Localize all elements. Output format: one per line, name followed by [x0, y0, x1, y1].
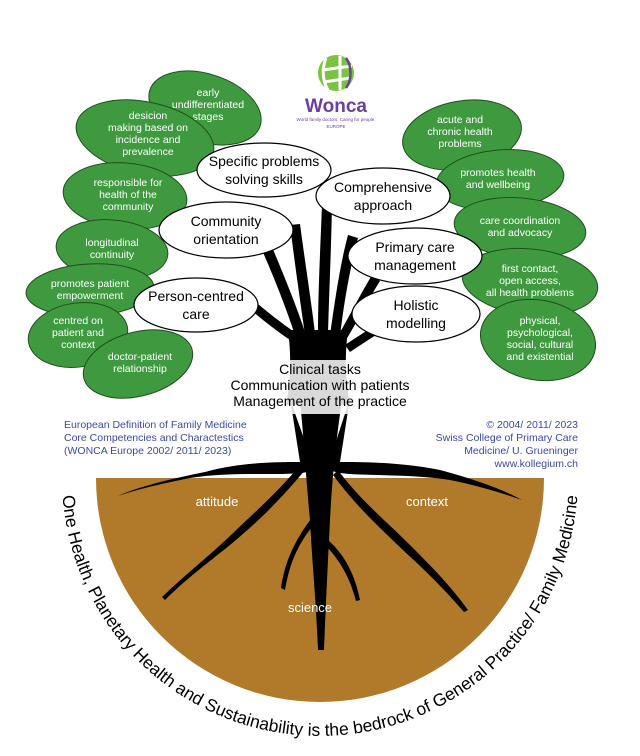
- credit-left-line: (WONCA Europe 2002/ 2011/ 2023): [64, 445, 231, 457]
- tree-roots: [118, 398, 522, 650]
- oval-text: care: [182, 306, 209, 322]
- leaf-text: doctor-patient: [108, 351, 172, 363]
- leaf-responsible-community: responsible for health of the community: [62, 162, 188, 230]
- leaf-text: incidence and: [116, 134, 181, 146]
- credit-right-line: Swiss College of Primary Care: [436, 432, 579, 444]
- leaf-text: community: [103, 201, 155, 213]
- leaf-text: acute and: [437, 114, 483, 126]
- oval-text: approach: [354, 197, 412, 213]
- leaf-text: empowerment: [57, 290, 124, 302]
- leaf-text: and existential: [506, 351, 573, 363]
- oval-person-centred-care: Person-centred care: [133, 277, 259, 333]
- left-leaves: early undifferentiated stages desicion m…: [25, 70, 262, 399]
- leaf-text: all health problems: [486, 287, 574, 299]
- leaf-text: problems: [438, 138, 481, 150]
- wonca-region: EUROPE: [326, 124, 345, 129]
- oval-text: Specific problems: [209, 153, 320, 169]
- leaf-text: open access,: [499, 275, 561, 287]
- oval-text: management: [374, 257, 456, 273]
- oval-comprehensive-approach: Comprehensive approach: [315, 167, 451, 225]
- leaf-care-coordination: care coordination and advocacy: [453, 197, 587, 259]
- trunk-label-clinical-tasks: Clinical tasks: [279, 361, 361, 377]
- oval-text: orientation: [193, 231, 258, 247]
- leaf-text: care coordination: [480, 215, 561, 227]
- competency-ovals: Specific problems solving skills Compreh…: [133, 142, 483, 343]
- leaf-text: first contact,: [502, 263, 559, 275]
- oval-specific-problems: Specific problems solving skills: [196, 142, 332, 198]
- leaf-text: early: [197, 87, 221, 99]
- leaf-text: physical,: [520, 315, 561, 327]
- leaf-text: psychological,: [507, 327, 573, 339]
- oval-text: modelling: [386, 315, 446, 331]
- credits-right: © 2004/ 2011/ 2023 Swiss College of Prim…: [436, 419, 579, 470]
- leaf-text: context: [61, 339, 95, 351]
- wonca-wordmark: Wonca: [305, 96, 367, 117]
- leaf-text: prevalence: [122, 146, 174, 158]
- leaf-text: chronic health: [427, 126, 493, 138]
- root-label-attitude: attitude: [196, 494, 239, 509]
- oval-text: Comprehensive: [334, 179, 432, 195]
- leaf-text: social, cultural: [507, 339, 574, 351]
- leaf-text: promotes health: [460, 167, 535, 179]
- leaf-text: continuity: [90, 249, 135, 261]
- credit-left-line: Core Competencies and Charactestics: [64, 432, 244, 444]
- credit-right-line: Medicine/ U. Grueninger: [464, 445, 578, 457]
- leaf-text: making based on: [108, 122, 188, 134]
- oval-holistic-modelling: Holistic modelling: [351, 285, 481, 343]
- leaf-text: responsible for: [94, 177, 163, 189]
- leaf-decision-making: desicion making based on incidence and p…: [75, 99, 215, 177]
- leaf-text: relationship: [113, 363, 167, 375]
- trunk-label-communication: Communication with patients: [231, 377, 410, 393]
- oval-text: Person-centred: [148, 288, 244, 304]
- leaf-text: and advocacy: [488, 227, 554, 239]
- trunk-label-management: Management of the practice: [233, 393, 407, 409]
- oval-text: solving skills: [225, 171, 303, 187]
- leaf-text: patient and: [52, 327, 104, 339]
- leaf-text: desicion: [129, 110, 168, 122]
- leaf-promotes-health: promotes health and wellbeing: [435, 149, 565, 211]
- leaf-text: undifferentiated: [172, 99, 244, 111]
- trunk-labels: Clinical tasks Communication with patien…: [226, 360, 414, 414]
- oval-community-orientation: Community orientation: [158, 201, 294, 259]
- leaf-text: longitudinal: [85, 237, 138, 249]
- root-label-science: science: [288, 600, 332, 615]
- leaf-centred-on-patient: centred on patient and context: [27, 302, 129, 368]
- wonca-globe-icon: [318, 55, 354, 91]
- oval-text: Community: [191, 213, 262, 229]
- wonca-tagline: World family doctors. Caring for people.: [297, 117, 376, 122]
- oval-primary-care-management: Primary care management: [347, 227, 483, 285]
- leaf-text: centred on: [53, 315, 103, 327]
- leaf-text: health of the: [99, 189, 157, 201]
- wonca-logo: Wonca World family doctors. Caring for p…: [297, 55, 376, 129]
- right-leaves: acute and chronic health problems promot…: [402, 99, 599, 382]
- credit-left-line: European Definition of Family Medicine: [64, 419, 247, 431]
- credit-right-line: www.kollegium.ch: [494, 458, 579, 470]
- oval-text: Holistic: [393, 297, 438, 313]
- leaf-text: and wellbeing: [466, 179, 530, 191]
- leaf-first-contact: first contact, open access, all health p…: [461, 247, 599, 317]
- credit-right-line: © 2004/ 2011/ 2023: [486, 419, 578, 431]
- leaf-text: promotes patient: [51, 278, 129, 290]
- root-label-context: context: [406, 494, 448, 509]
- leaf-physical-psychological: physical, psychological, social, cultura…: [479, 298, 597, 382]
- credits-left: European Definition of Family Medicine C…: [64, 419, 247, 457]
- leaf-text: stages: [193, 111, 224, 123]
- leaf-doctor-patient: doctor-patient relationship: [82, 329, 194, 399]
- oval-text: Primary care: [375, 239, 455, 255]
